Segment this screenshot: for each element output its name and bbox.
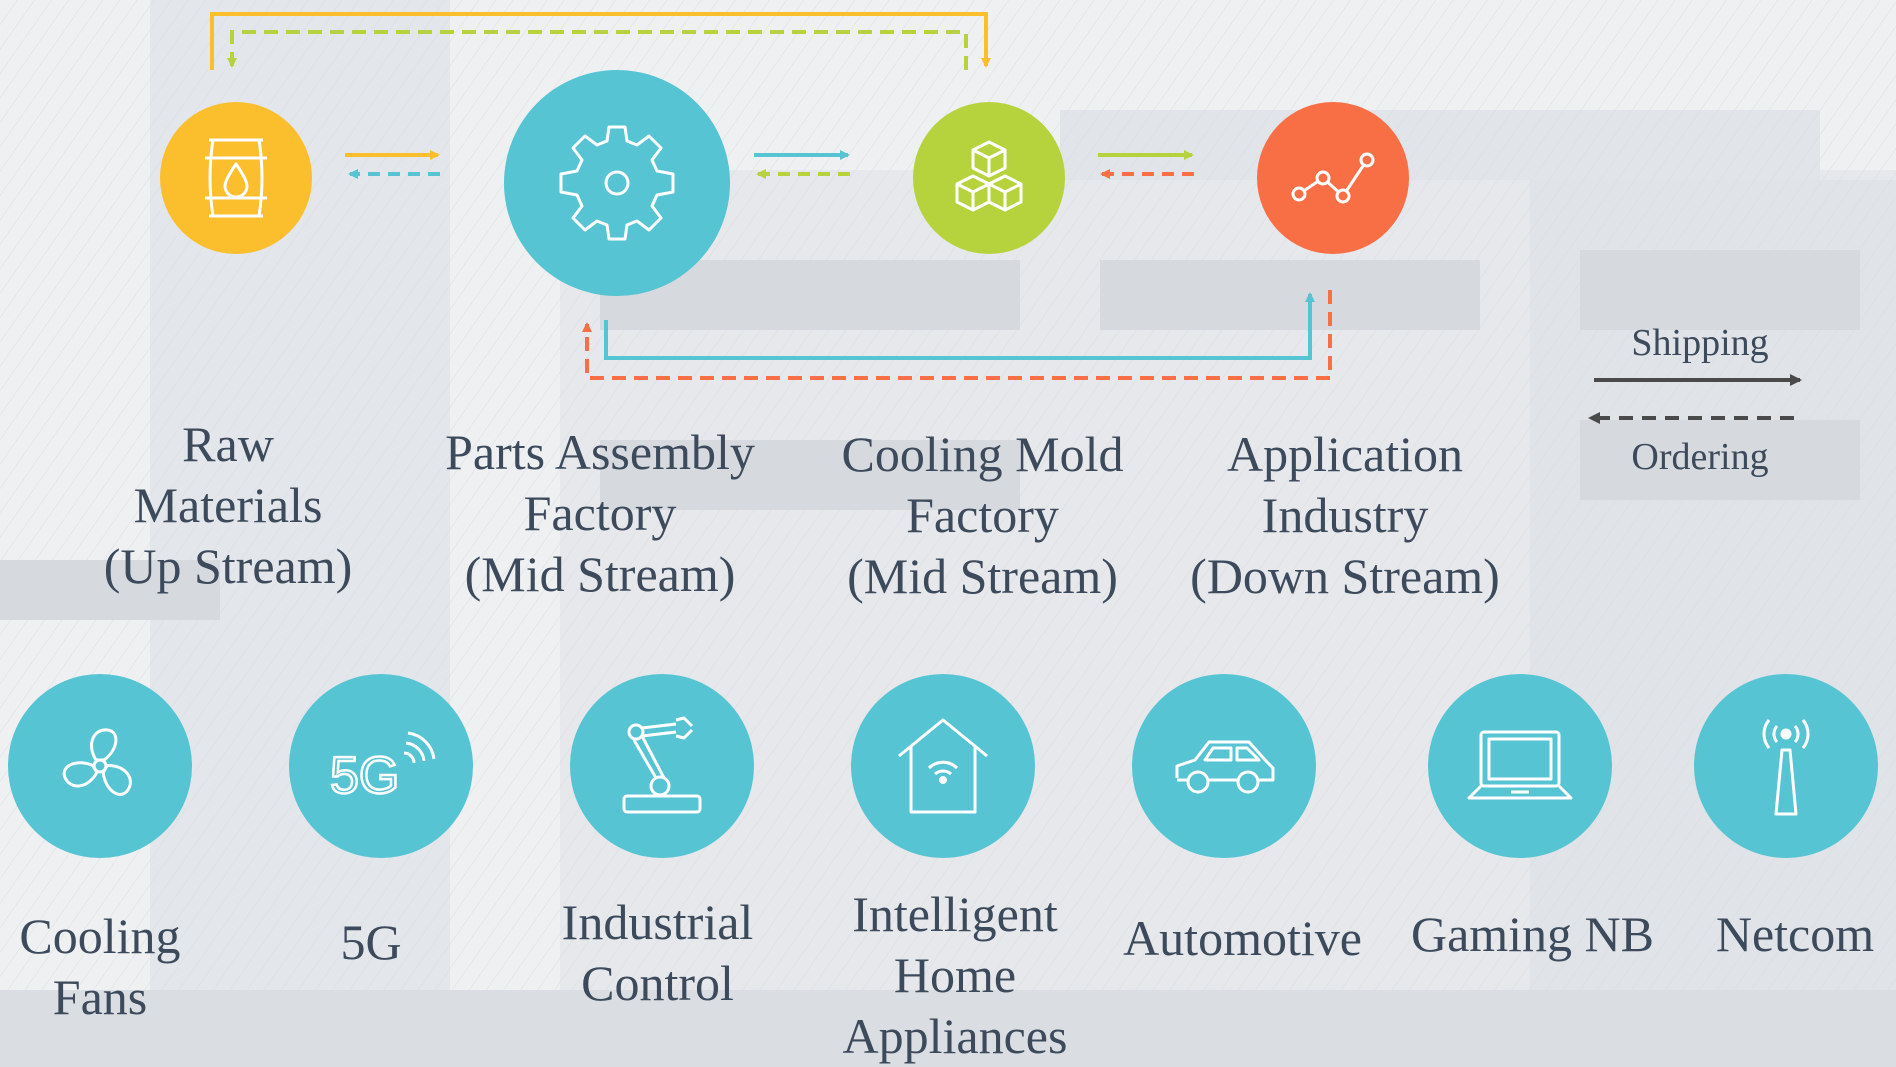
industrial-control-label: Industrial Control: [561, 894, 754, 1011]
antenna-icon: [1762, 719, 1810, 816]
cooling-fans-label: Cooling Fans: [19, 908, 181, 1025]
raw-materials-label: Raw Materials (Up Stream): [103, 416, 353, 594]
laptop-icon: [1467, 730, 1573, 800]
ordering-arrow-app-to-parts: [582, 290, 1332, 380]
5g-icon: 5G: [329, 731, 436, 806]
gaming-nb-node: [1428, 674, 1612, 858]
application-industry-node: [1257, 102, 1409, 254]
raw-materials-node: [160, 102, 312, 254]
intelligent-home-node: [851, 674, 1035, 858]
5g-node: 5G: [289, 674, 473, 858]
application-industry-label: Application Industry (Down Stream): [1190, 426, 1500, 604]
fan-icon: [59, 728, 138, 800]
shipping-arrow-raw-to-mold: [210, 12, 991, 70]
netcom-label: Netcom: [1715, 906, 1875, 962]
automotive-label: Automotive: [1123, 910, 1362, 966]
5g-icon-text: 5G: [330, 747, 399, 805]
5g-label: 5G: [340, 914, 402, 970]
netcom-node: [1694, 674, 1878, 858]
line-graph-icon: [1291, 152, 1375, 204]
smart-home-icon: [898, 718, 988, 814]
ordering-arrow-mold-to-raw: [227, 30, 968, 70]
cooling-mold-label: Cooling Mold Factory (Mid Stream): [841, 426, 1124, 604]
cubes-icon: [955, 140, 1023, 212]
gear-icon: [559, 125, 675, 241]
parts-assembly-node: [504, 70, 730, 296]
parts-assembly-label: Parts Assembly Factory (Mid Stream): [445, 424, 755, 602]
legend-shipping-label: Shipping: [1631, 322, 1769, 364]
gaming-nb-label: Gaming NB: [1410, 906, 1655, 962]
robot-arm-icon: [622, 716, 702, 814]
automotive-node: [1132, 674, 1316, 858]
shipping-arrow-parts-to-app: [604, 292, 1315, 360]
legend-ordering-label: Ordering: [1631, 436, 1769, 478]
cooling-mold-node: [913, 102, 1065, 254]
cooling-fans-node: [8, 674, 192, 858]
intelligent-home-label: Intelligent Home Appliances: [842, 886, 1068, 1064]
industrial-control-node: [570, 674, 754, 858]
car-icon: [1175, 740, 1275, 794]
oil-barrel-icon: [205, 138, 267, 218]
